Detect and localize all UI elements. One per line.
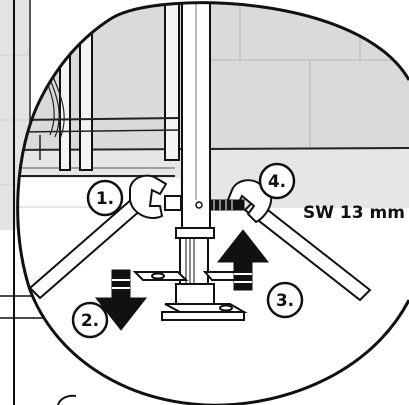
step-label-1-text: 1. xyxy=(96,189,114,209)
partial-circle-edge xyxy=(57,394,77,405)
step-label-2: 2. xyxy=(71,301,109,339)
support-post xyxy=(175,2,215,305)
step-label-2-text: 2. xyxy=(81,311,99,331)
arrow-up-icon xyxy=(216,229,270,291)
arrow-down-icon xyxy=(94,269,148,331)
mounting-frame xyxy=(19,2,181,171)
step-label-4-text: 4. xyxy=(268,172,286,192)
foot-plate xyxy=(132,271,248,321)
step-label-4: 4. xyxy=(258,162,296,200)
background-panel xyxy=(0,0,31,405)
wrench-size-label: SW 13 mm xyxy=(303,203,405,223)
detail-circle-outline xyxy=(16,1,409,405)
step-label-3-text: 3. xyxy=(276,291,294,311)
step-label-1: 1. xyxy=(86,179,124,217)
left-wrench xyxy=(28,174,182,300)
step-label-3: 3. xyxy=(266,281,304,319)
right-wrench xyxy=(209,179,372,302)
